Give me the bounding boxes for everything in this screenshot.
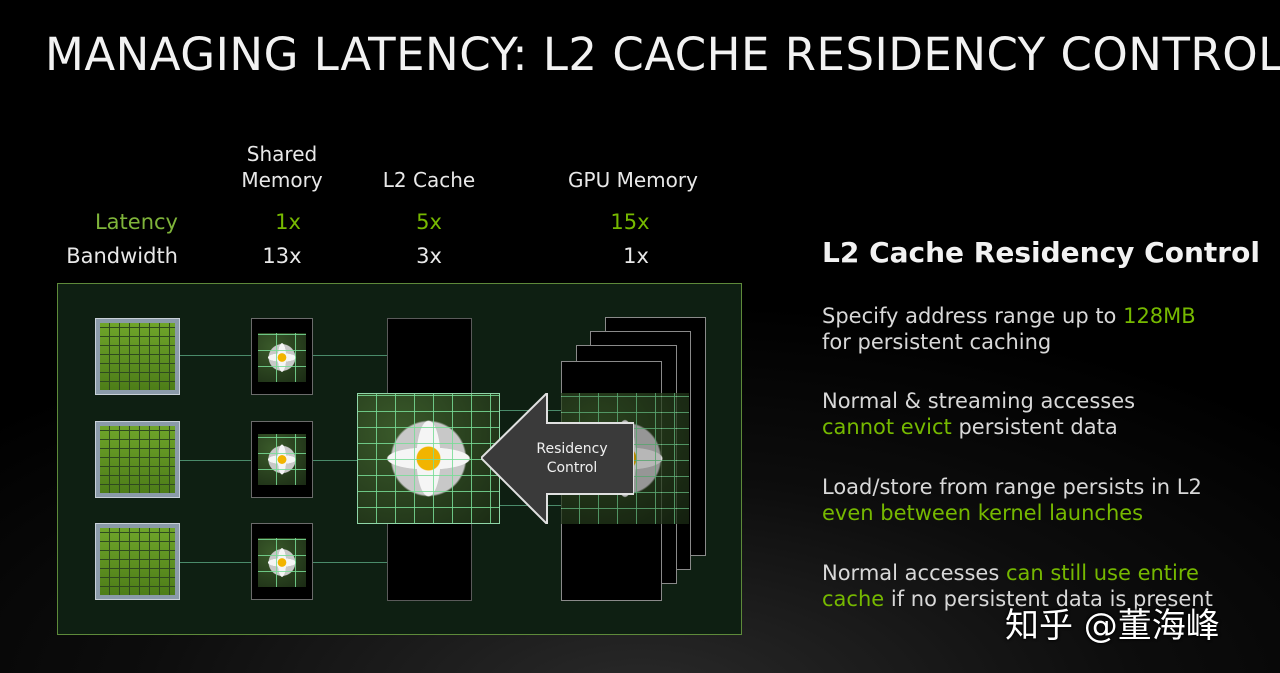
l2-cache-image [357, 393, 500, 524]
residency-control-label-line1: Residency [536, 441, 608, 457]
latency-l2: 5x [416, 210, 442, 234]
bandwidth-l2: 3x [416, 244, 442, 268]
col-header-l2: L2 Cache [382, 168, 476, 192]
shared-memory-tile-1 [251, 318, 313, 395]
latency-gpu: 15x [610, 210, 650, 234]
bandwidth-gpu: 1x [623, 244, 649, 268]
sm-chip-1 [95, 318, 180, 395]
row-label-latency: Latency [94, 210, 178, 234]
residency-control-label-line2: Control [546, 460, 598, 476]
col-header-shared-line1: Shared [246, 142, 318, 166]
residency-control-arrow [481, 393, 634, 524]
bandwidth-shared: 13x [262, 244, 302, 268]
row-label-bandwidth: Bandwidth [66, 244, 178, 268]
col-header-shared: Shared Memory [232, 141, 332, 193]
col-header-shared-line2: Memory [241, 168, 323, 192]
slide-title: MANAGING LATENCY: L2 CACHE RESIDENCY CON… [45, 28, 1280, 81]
bullet-3: Load/store from range persists in L2 eve… [822, 475, 1202, 525]
bullet-2: Normal & streaming accesses cannot evict… [822, 389, 1136, 439]
watermark: 知乎 @董海峰 [1005, 606, 1220, 646]
col-header-gpu: GPU Memory [568, 168, 698, 192]
sm-chip-3 [95, 523, 180, 600]
residency-control-label: Residency Control [522, 440, 622, 478]
shared-memory-tile-2 [251, 421, 313, 498]
sm-chip-2 [95, 421, 180, 498]
section-heading: L2 Cache Residency Control [822, 236, 1260, 269]
latency-shared: 1x [275, 210, 301, 234]
bullet-1: Specify address range up to 128MB for pe… [822, 304, 1196, 354]
bullet-4: Normal accesses can still use entire cac… [822, 561, 1213, 611]
shared-memory-tile-3 [251, 523, 313, 600]
